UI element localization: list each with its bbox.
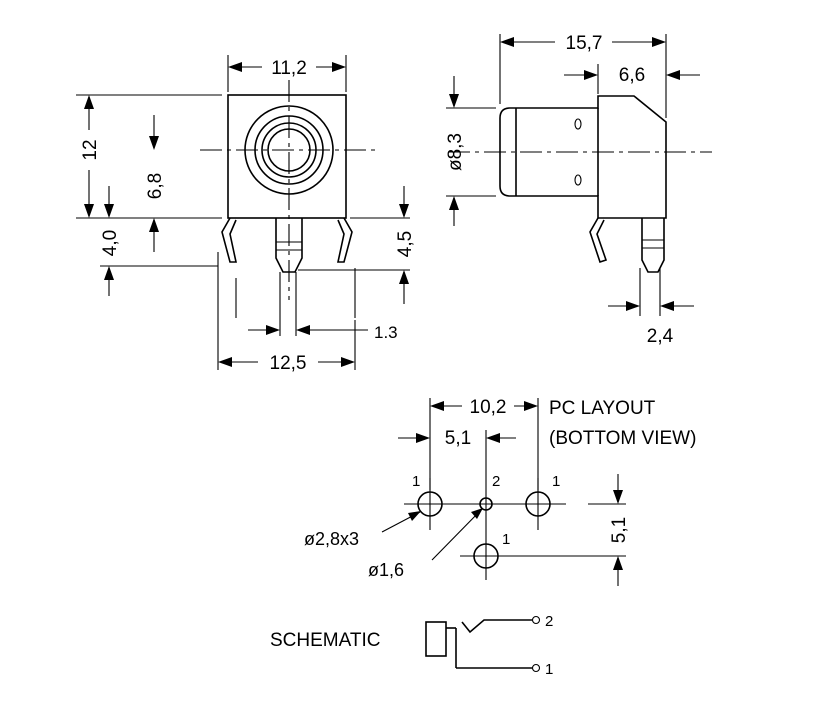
- arrow-head: [332, 62, 346, 72]
- front-pin-left: [221, 217, 237, 263]
- pad-label-1: 1: [412, 473, 420, 490]
- arrow-head: [430, 401, 444, 411]
- schematic-jack-body: [425, 621, 447, 657]
- pad-label-2: 2: [492, 473, 500, 490]
- arrow-head: [626, 301, 640, 311]
- arrow-head: [341, 357, 355, 367]
- arrow-head: [449, 94, 459, 108]
- side-pin-straight: [641, 218, 665, 273]
- arrow-head: [666, 70, 680, 80]
- dim-half-label: 5,1: [445, 428, 471, 449]
- dim-vertical-label: 5,1: [609, 517, 630, 543]
- arrow-head: [84, 204, 94, 218]
- schematic-pin-2: 2: [545, 613, 553, 630]
- dim-pin-span-label: 12,5: [270, 353, 307, 374]
- schematic: SCHEMATIC 2 1: [270, 613, 553, 678]
- dim-height-label: 12: [80, 139, 101, 160]
- arrow-head: [399, 204, 409, 218]
- arrow-head: [416, 433, 430, 443]
- side-pin-bent: [589, 217, 608, 264]
- arrow-head: [408, 511, 421, 521]
- arrow-head: [613, 490, 623, 504]
- schematic-terminal: [531, 615, 541, 625]
- arrow-head: [149, 218, 159, 232]
- arrow-head: [584, 70, 598, 80]
- arrow-head: [486, 433, 500, 443]
- arrow-head: [296, 325, 310, 335]
- front-pin-right: [337, 217, 353, 263]
- dim-pin-thick-label: 1.3: [374, 323, 398, 342]
- arrow-head: [104, 204, 114, 218]
- pad-label-1: 1: [502, 531, 510, 548]
- arrow-head: [104, 266, 114, 280]
- pad-label-1: 1: [552, 473, 560, 490]
- arrow-head: [524, 401, 538, 411]
- arrow-head: [471, 508, 483, 519]
- side-view: 15,7 6,6 ø8,3 2,4: [445, 33, 712, 347]
- front-pin-center: [275, 218, 303, 273]
- pc-layout: PC LAYOUT (BOTTOM VIEW) 1 2 1 1 10,2 5,1: [304, 397, 696, 586]
- arrow-head: [660, 301, 674, 311]
- pc-layout-title: PC LAYOUT: [549, 398, 656, 419]
- schematic-pin-1: 1: [545, 661, 553, 678]
- side-body-outline: [499, 95, 667, 219]
- dim-width-label: 11,2: [271, 58, 307, 79]
- dim-pin-label: 2,4: [647, 326, 674, 347]
- arrow-head: [228, 62, 242, 72]
- arrow-head: [84, 95, 94, 109]
- dim-center-label: 6,8: [145, 173, 166, 199]
- arrow-head: [500, 37, 514, 47]
- dim-body-label: 6,6: [619, 65, 645, 86]
- pc-layout-subtitle: (BOTTOM VIEW): [549, 428, 696, 449]
- side-rivet: [574, 174, 582, 186]
- arrow-head: [399, 270, 409, 284]
- front-body-outline: [227, 94, 347, 219]
- arrow-head: [613, 556, 623, 570]
- schematic-label: SCHEMATIC: [270, 630, 380, 651]
- schematic-terminal: [531, 663, 541, 673]
- dim-diameter-label: ø8,3: [445, 133, 466, 171]
- dim-pin-right-label: 4,5: [395, 231, 416, 257]
- arrow-head: [149, 136, 159, 150]
- leader-line: [431, 508, 483, 561]
- schematic-switch-contact: [461, 619, 532, 634]
- hole-small-label: ø1,6: [368, 560, 404, 580]
- side-rivet: [574, 118, 582, 130]
- dim-length-label: 15,7: [566, 33, 603, 54]
- arrow-head: [266, 325, 280, 335]
- arrow-head: [218, 357, 232, 367]
- dim-pin-left-label: 4,0: [100, 230, 121, 256]
- hole-large-label: ø2,8x3: [304, 529, 359, 549]
- front-view: 11,2 12 6,8 4,0 4,5 1.3: [76, 55, 416, 374]
- arrow-head: [652, 37, 666, 47]
- dim-span-label: 10,2: [470, 397, 507, 418]
- arrow-head: [449, 196, 459, 210]
